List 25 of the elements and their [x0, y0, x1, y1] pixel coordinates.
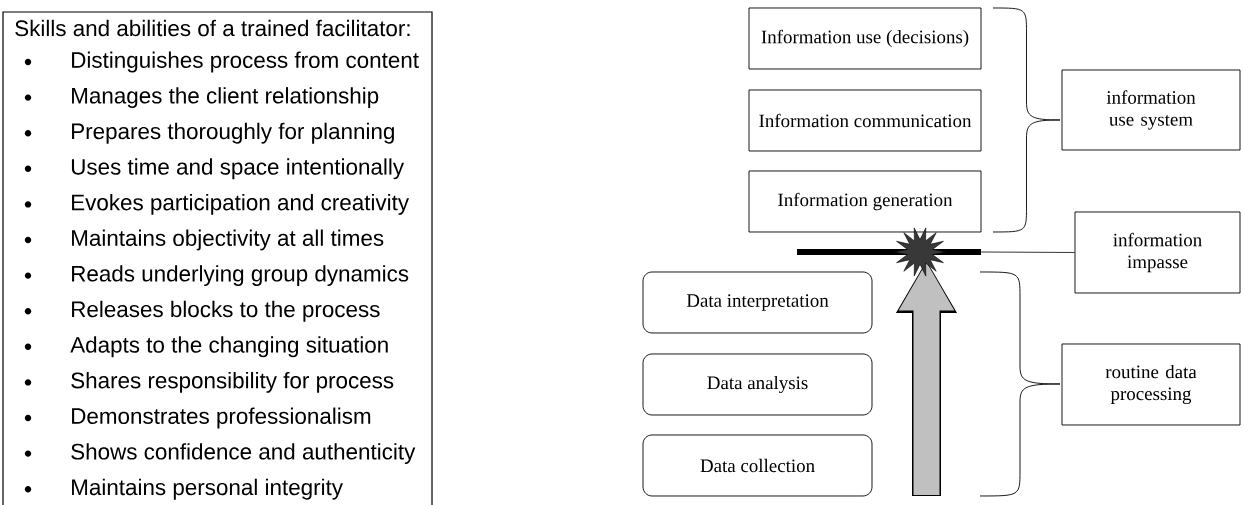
- node-label: Manages the client relationship: [72, 87, 379, 109]
- node-label: Prepares thoroughly for planning: [72, 122, 394, 144]
- process-box: Information use (decisions): [748, 7, 982, 70]
- process-box: information impasse: [1074, 211, 1241, 294]
- process-box: information use system: [1061, 69, 1241, 151]
- node-label: Maintains personal integrity: [72, 478, 343, 500]
- node-label: Uses time and space intentionally: [71, 158, 405, 180]
- node-label: Adapts to the changing situation: [70, 336, 388, 358]
- node-label: Distinguishes process from content: [72, 51, 419, 73]
- node-label: Shows confidence and authenticity: [71, 443, 416, 465]
- process-box: Information communication: [748, 89, 982, 152]
- node-label: Reads underlying group dynamics: [72, 265, 409, 287]
- step-box: Data analysis: [642, 353, 873, 416]
- node-label: Skills and abilities of a trained facilitator:: [15, 19, 410, 37]
- node-label: Releases blocks to the process: [72, 300, 380, 322]
- text-panel: Skills and abilities of a trained facilitator: Distinguishes process from content Manages the client relationship Prepares thoroughly for planning Uses time and space intentionally Evokes participation and creativity Maintains objectivity at all times Reads underlying group dynamics Releases blocks to the process Adapts to the changing situation Shares responsibility for process Demonstrates professionalism Shows confidence and authenticity Maintains personal integrity: [2, 11, 433, 505]
- node-label: Evokes participation and creativity: [72, 193, 410, 215]
- process-box: routine data processing: [1061, 343, 1241, 426]
- step-box: Data interpretation: [642, 271, 873, 334]
- node-label: Shares responsibility for process: [71, 371, 394, 393]
- node-label: Maintains objectivity at all times: [72, 229, 384, 251]
- node-label: Demonstrates professionalism: [72, 407, 371, 429]
- process-box: Information generation: [748, 170, 982, 233]
- step-box: Data collection: [642, 434, 873, 497]
- leader-line: [980, 251, 1075, 253]
